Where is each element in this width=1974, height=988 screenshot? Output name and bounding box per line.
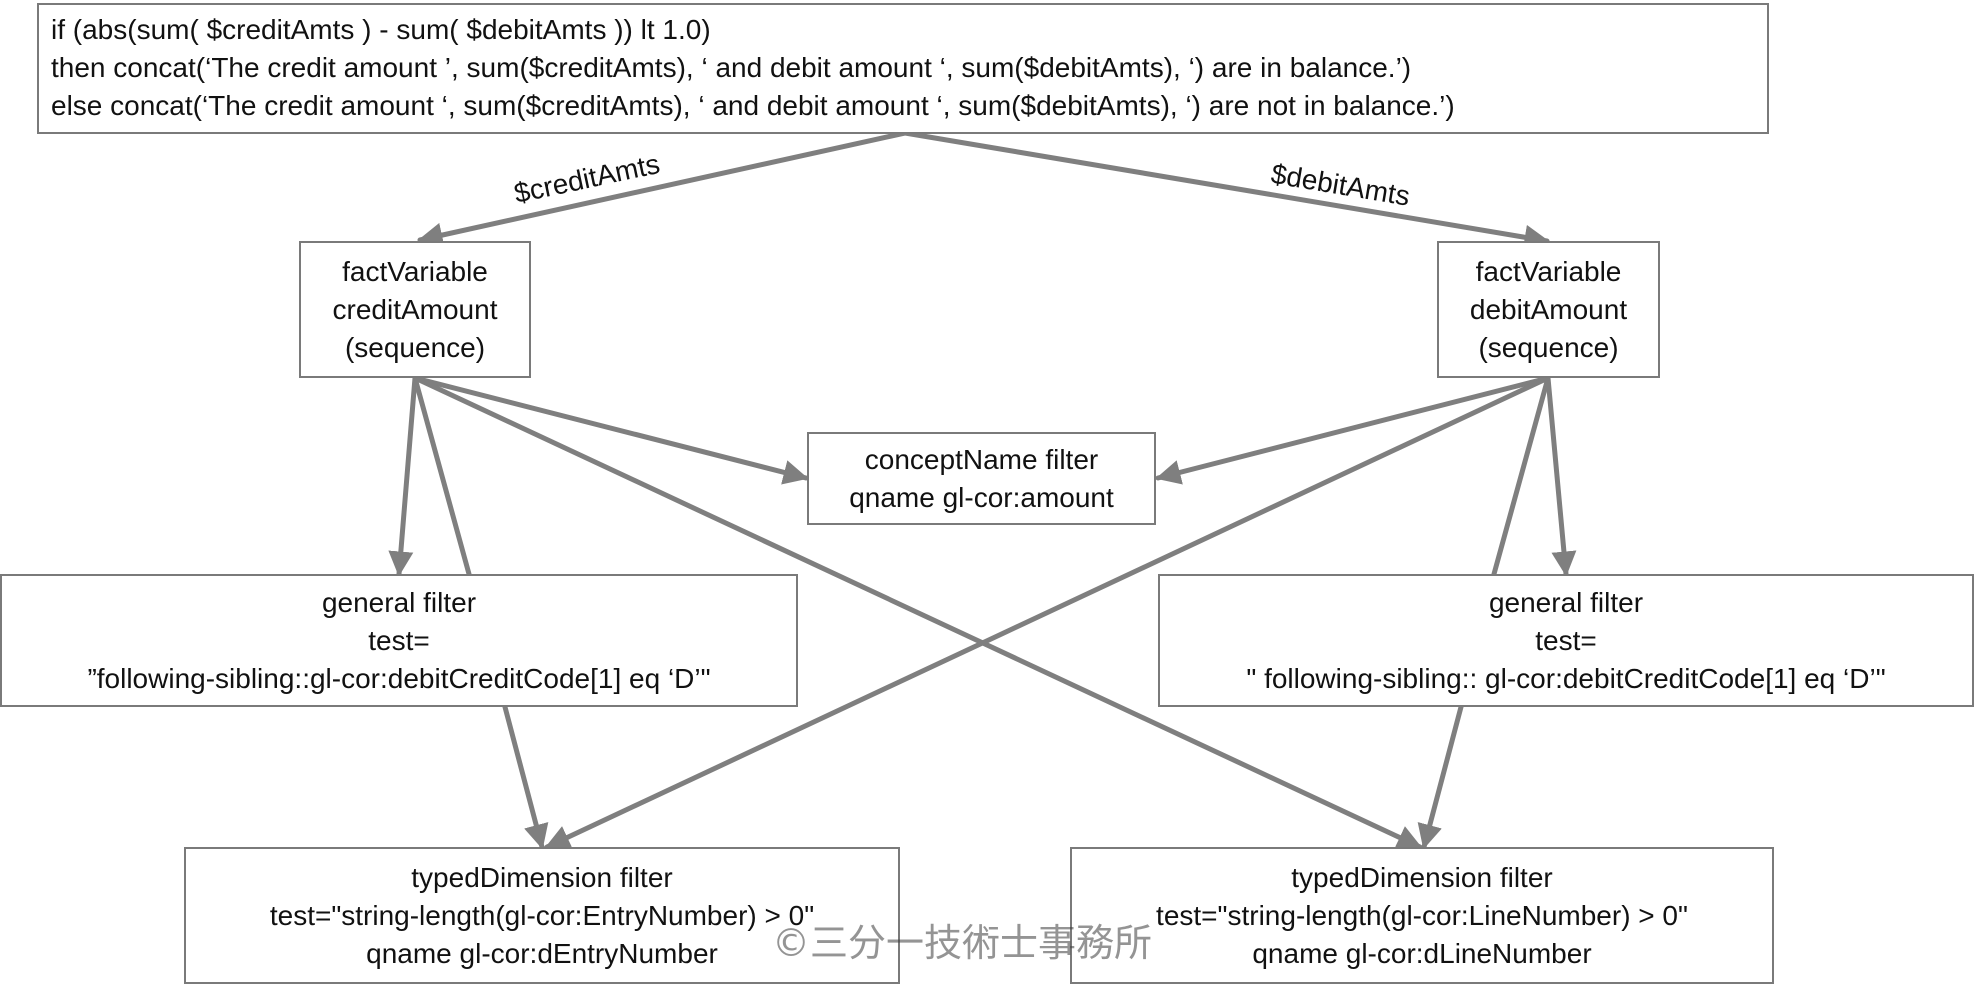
arrow-debit-to-typed-filter-left [544,375,1551,850]
fact-credit-line-1: factVariable [342,255,488,287]
typed-dimension-filter-left-box: typedDimension filter test="string-lengt… [184,847,900,984]
typed-right-line-3: qname gl-cor:dLineNumber [1252,937,1592,969]
fact-debit-line-1: factVariable [1475,255,1622,287]
copyright-watermark: ©三分一技術士事務所 [772,921,1153,965]
fact-credit-line-3: (sequence) [344,331,486,363]
concept-name-filter-box: conceptName filter qname gl-cor:amount [807,432,1156,525]
typed-left-line-1: typedDimension filter [411,861,673,893]
arrow-debit-to-general-filter-right [1545,375,1577,577]
general-left-line-1: general filter [321,586,477,618]
typed-left-line-2: test="string-length(gl-cor:EntryNumber) … [269,899,815,931]
arrow-credit-to-concept-filter [412,375,809,485]
arrow-general-right-to-typed-right [1417,704,1464,850]
concept-filter-line-2: qname gl-cor:amount [849,481,1114,513]
general-right-line-1: general filter [1488,586,1644,618]
arrow-debit-to-concept-filter [1155,375,1551,485]
line-debit-general-right-return [1491,375,1551,577]
general-filter-right-box: general filter test= " following-sibling… [1158,574,1974,707]
fact-variable-credit-box: factVariable creditAmount (sequence) [299,241,531,378]
general-left-line-2: test= [368,624,430,656]
typed-right-line-1: typedDimension filter [1291,861,1553,893]
arrow-general-left-to-typed-left [502,704,549,850]
typed-right-line-2: test="string-length(gl-cor:LineNumber) >… [1156,899,1688,931]
assertion-expression-box: if (abs(sum( $creditAmts ) - sum( $debit… [37,3,1769,134]
arrows [388,130,1577,850]
general-right-line-3: " following-sibling:: gl-cor:debitCredit… [1246,662,1886,694]
general-left-line-3: ”following-sibling::gl-cor:debitCreditCo… [87,662,711,694]
arrow-assertion-to-credit-fact [417,130,908,248]
line-credit-general-left-return [412,375,472,577]
general-right-line-2: test= [1535,624,1597,656]
arrow-credit-to-general-filter-left [388,375,418,577]
fact-debit-line-2: debitAmount [1469,293,1628,325]
fact-variable-debit-box: factVariable debitAmount (sequence) [1437,241,1660,378]
fact-debit-line-3: (sequence) [1478,331,1619,363]
typed-left-line-3: qname gl-cor:dEntryNumber [366,937,718,969]
assertion-line-3: else concat(‘The credit amount ‘, sum($c… [51,90,1455,121]
typed-dimension-filter-right-box: typedDimension filter test="string-lengt… [1070,847,1774,984]
arrow-assertion-to-debit-fact [902,130,1550,250]
arrow-credit-to-typed-filter-right [412,375,1423,850]
fact-credit-line-2: creditAmount [332,293,498,325]
assertion-line-1: if (abs(sum( $creditAmts ) - sum( $debit… [51,14,711,45]
concept-filter-line-1: conceptName filter [864,443,1099,475]
general-filter-left-box: general filter test= ”following-sibling:… [0,574,798,707]
assertion-line-2: then concat(‘The credit amount ’, sum($c… [51,52,1412,83]
